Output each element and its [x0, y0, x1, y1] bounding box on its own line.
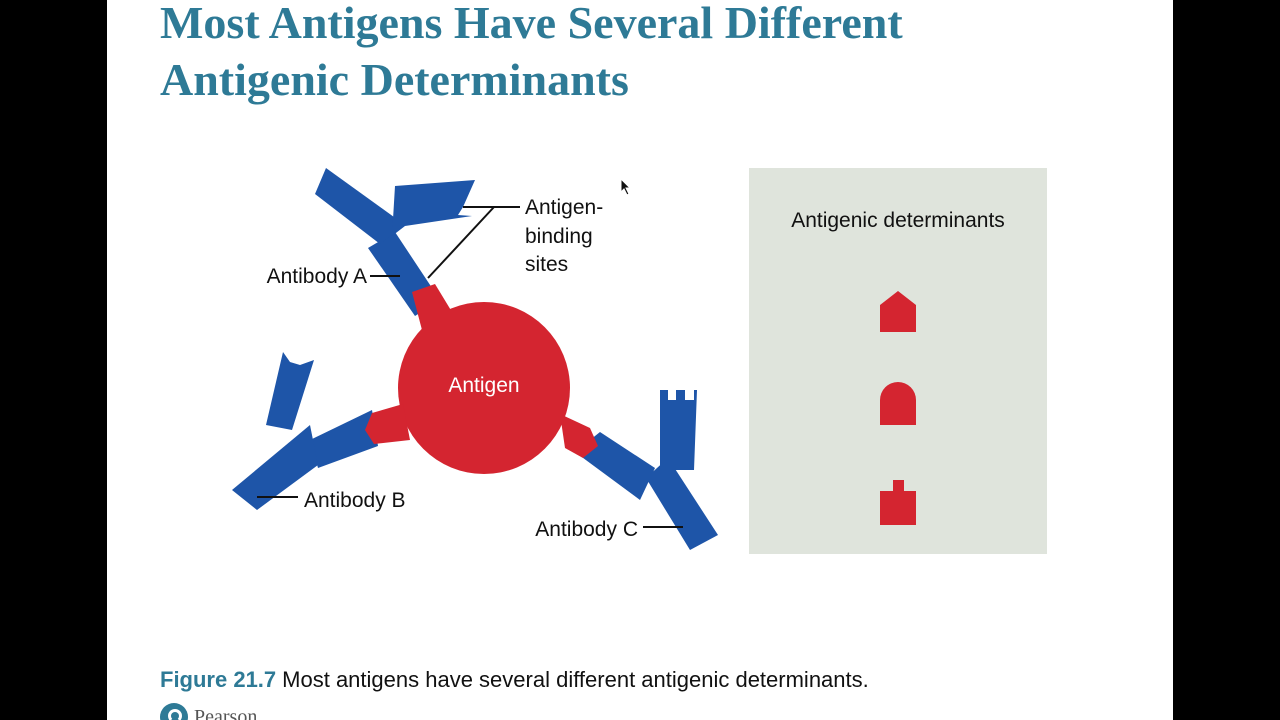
binding-sites-label-3: sites	[525, 253, 568, 276]
antigen	[365, 284, 598, 474]
binding-sites-label-2: binding	[525, 225, 593, 248]
determinants-heading: Antigenic determinants	[791, 209, 1005, 232]
figure-number: Figure 21.7	[160, 667, 277, 692]
antibody-a-label: Antibody A	[267, 265, 367, 288]
rounded-determinant-icon	[880, 382, 916, 425]
antigen-label: Antigen	[448, 374, 519, 397]
slide: Most Antigens Have Several Different Ant…	[107, 0, 1173, 720]
antigen-diagram: Antigen Antigen- binding sites Antibody …	[232, 168, 1047, 554]
title-line-1: Most Antigens Have Several Different	[160, 0, 903, 48]
pointed-determinant-icon	[880, 291, 916, 332]
determinants-panel: Antigenic determinants	[749, 168, 1047, 554]
pearson-logo-icon	[160, 703, 188, 720]
antibody-a	[315, 168, 475, 316]
leader-lines	[257, 206, 683, 528]
antibody-b	[232, 352, 378, 510]
binding-sites-label-1: Antigen-	[525, 196, 603, 219]
antibody-c	[575, 390, 718, 550]
pearson-logo-text: Pearson	[194, 705, 258, 720]
stepped-determinant-icon	[880, 480, 916, 525]
page-title: Most Antigens Have Several Different Ant…	[160, 0, 1160, 108]
antibody-b-label: Antibody B	[304, 489, 406, 512]
mouse-cursor-icon	[620, 178, 632, 196]
figure-caption-text: Most antigens have several different ant…	[282, 667, 869, 692]
title-line-2: Antigenic Determinants	[160, 54, 629, 105]
antibody-c-label: Antibody C	[535, 518, 638, 541]
pearson-logo: Pearson	[160, 703, 257, 720]
